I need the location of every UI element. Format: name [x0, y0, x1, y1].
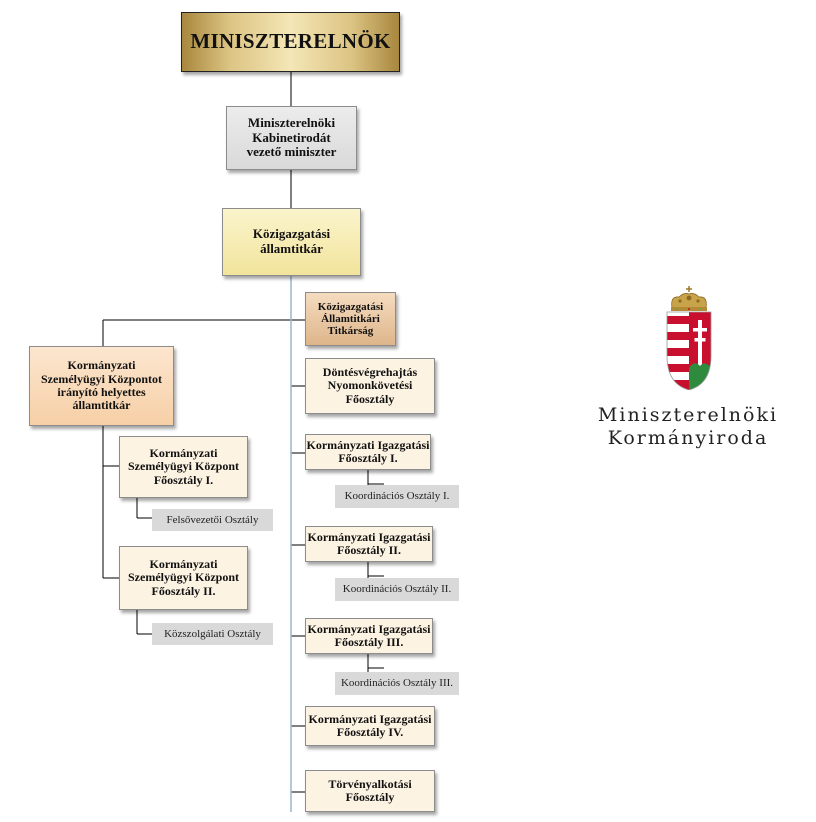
- left-dept-1-box: Kormányzati Személyügyi Központ Főosztál…: [119, 436, 248, 498]
- right-unit-4-box: Koordinációs Osztály III.: [335, 672, 459, 695]
- cabinet-minister-box: Miniszterelnöki Kabinetirodát vezető min…: [226, 106, 357, 170]
- state-secretary-box: Közigazgatási államtitkár: [222, 208, 361, 276]
- right-unit-3-box: Koordinációs Osztály II.: [335, 578, 459, 601]
- right-dept-4-box: Kormányzati Igazgatási Főosztály III.: [305, 618, 433, 654]
- right-dept-2-box: Kormányzati Igazgatási Főosztály I.: [305, 434, 431, 470]
- secretariat-box: Közigazgatási Államtitkári Titkárság: [305, 292, 396, 346]
- left-unit-1-box: Felsővezetői Osztály: [152, 509, 273, 531]
- right-dept-6-box: Törvényalkotási Főosztály: [305, 770, 435, 812]
- right-dept-5-box: Kormányzati Igazgatási Főosztály IV.: [305, 706, 435, 746]
- deputy-secretary-box: Kormányzati Személyügyi Központot irányí…: [29, 346, 174, 426]
- right-dept-3-box: Kormányzati Igazgatási Főosztály II.: [305, 526, 433, 562]
- left-unit-2-box: Közszolgálati Osztály: [152, 623, 273, 645]
- logo-line-1: Miniszterelnöki: [597, 404, 779, 426]
- right-dept-1-box: Döntésvégrehajtás Nyomonkövetési Főosztá…: [305, 358, 435, 414]
- left-dept-2-box: Kormányzati Személyügyi Központ Főosztál…: [119, 546, 248, 610]
- coat-of-arms-icon: [666, 286, 712, 390]
- logo-line-2: Kormányiroda: [607, 427, 769, 449]
- right-unit-2-box: Koordinációs Osztály I.: [335, 485, 459, 508]
- prime-minister-box: MINISZTERELNÖK: [181, 12, 400, 72]
